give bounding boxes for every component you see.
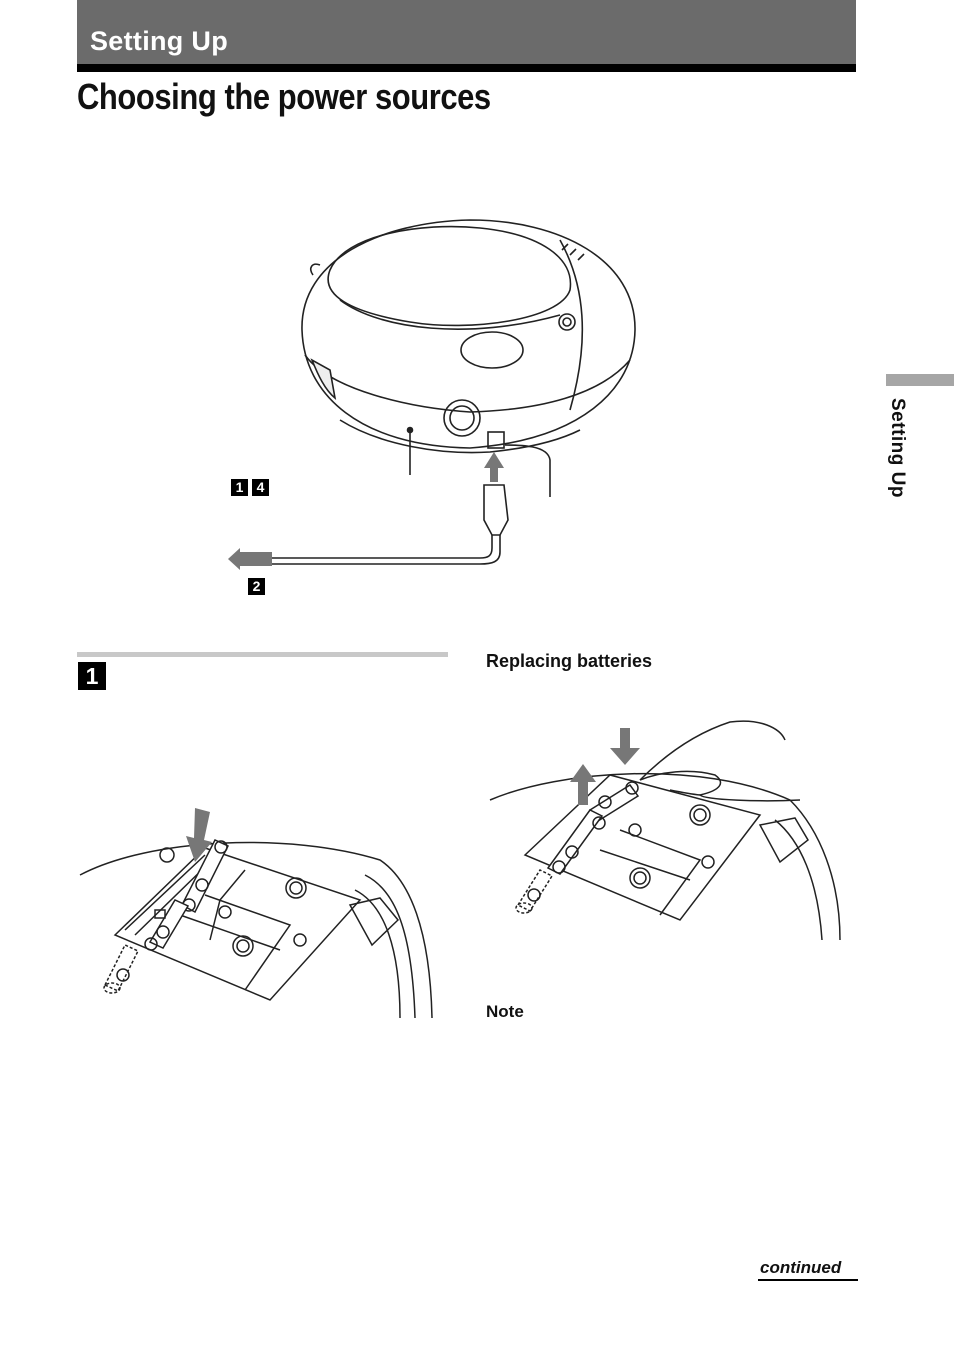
continued-label: continued xyxy=(760,1258,842,1277)
header-band xyxy=(77,0,856,64)
side-tab-text: Setting Up xyxy=(887,398,908,498)
side-tab-marker xyxy=(886,374,954,386)
callout-step-2: 2 xyxy=(248,578,265,595)
note-heading: Note xyxy=(486,1002,524,1021)
page-title: Choosing the power sources xyxy=(77,76,491,117)
step-rule xyxy=(77,652,448,657)
section-title: Setting Up xyxy=(90,26,228,56)
continued-rule xyxy=(758,1279,858,1281)
callout-step-1: 1 xyxy=(231,479,248,496)
side-tab-label: Setting Up xyxy=(878,398,912,528)
header-rule xyxy=(77,64,856,72)
battery-replace-illustration xyxy=(489,720,841,941)
boombox-illustration xyxy=(228,219,636,570)
battery-compartment-illustration xyxy=(79,808,433,1019)
step-1-number: 1 xyxy=(78,662,106,690)
callout-step-4: 4 xyxy=(252,479,269,496)
replacing-batteries-heading: Replacing batteries xyxy=(486,651,653,671)
